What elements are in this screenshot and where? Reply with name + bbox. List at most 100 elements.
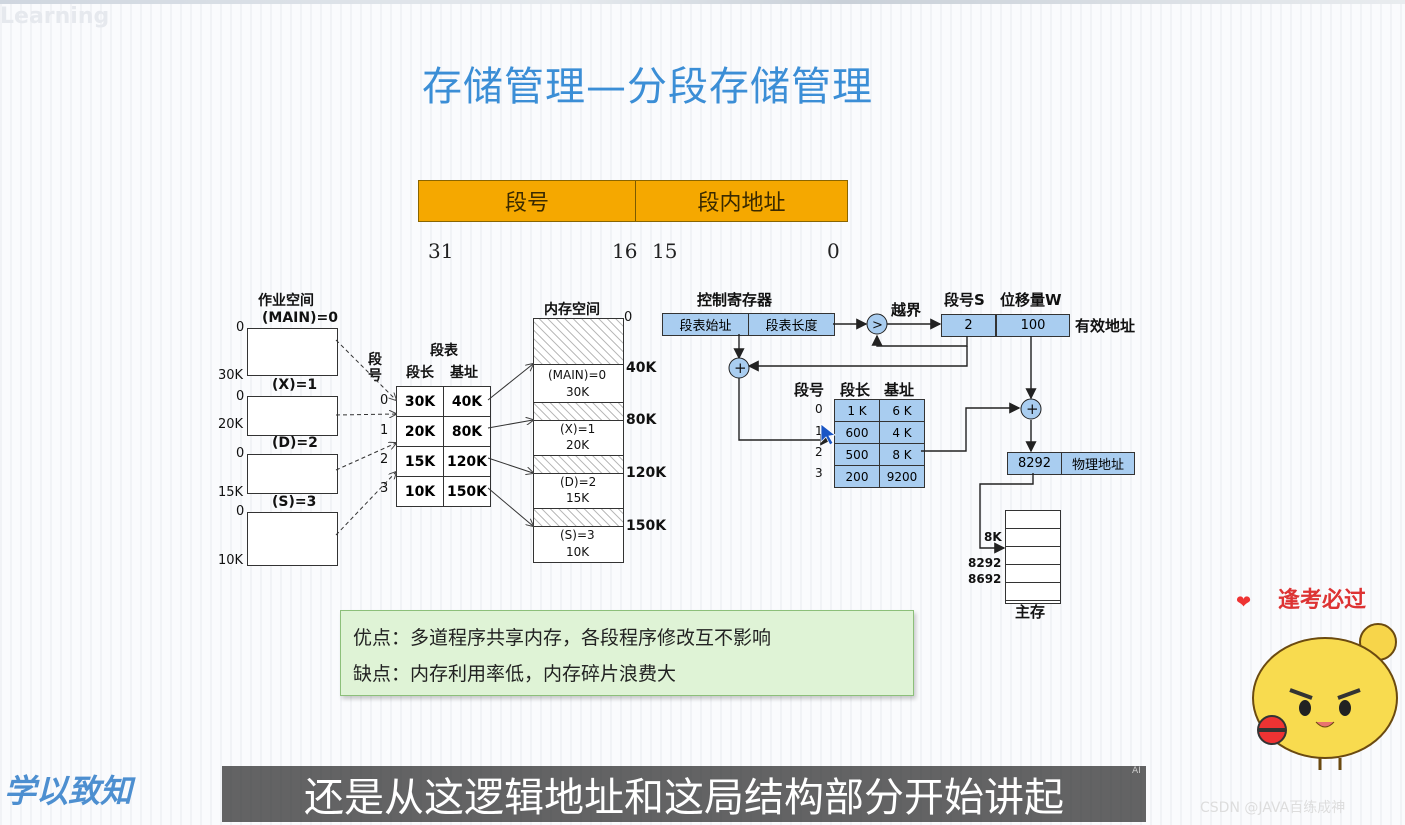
memory-segment-x	[533, 420, 624, 457]
compare-glyph: >	[872, 318, 883, 333]
cell-base: 80K	[443, 416, 491, 447]
cell-len: 10K	[396, 476, 444, 507]
adder-right	[1020, 398, 1042, 420]
cell-len: 600	[834, 421, 880, 444]
mem-mark-40k: 40K	[626, 360, 657, 376]
job-size-1: 20K	[218, 417, 244, 432]
mem-mark-8292: 8292	[968, 556, 1002, 570]
bit-0: 0	[827, 239, 840, 263]
subtitle-text: 还是从这逻辑地址和这局结构部分开始讲起	[304, 775, 1064, 821]
job-size-0: 30K	[218, 368, 244, 383]
cell-base: 40K	[443, 386, 491, 417]
mem-seg-name-3: (S)=3	[560, 528, 595, 542]
cell-base: 4 K	[879, 421, 925, 444]
mem-seg-name-0: (MAIN)=0	[548, 368, 607, 382]
segment-offset-cell: 段内地址	[697, 191, 786, 216]
cell-len: 1 K	[834, 399, 880, 422]
offset-w-value: 100	[996, 314, 1070, 337]
rt-col-base: 基址	[884, 381, 915, 399]
cell-base: 9200	[879, 465, 925, 488]
main-memory-label: 主存	[1015, 603, 1046, 621]
job-main-label: (MAIN)=0	[262, 310, 338, 326]
col-length: 段长	[406, 365, 434, 381]
memory-zero: 0	[624, 310, 633, 325]
job-size-3: 10K	[218, 553, 244, 568]
memory-segment-d	[533, 473, 624, 510]
reg-length: 段表长度	[748, 313, 835, 336]
rt-row-no-2: 2	[815, 445, 823, 459]
job-label-s: (S)=3	[272, 494, 317, 510]
rt-row-no-0: 0	[815, 402, 823, 416]
row-no-1: 1	[380, 423, 389, 438]
job-segment-main	[247, 328, 338, 376]
mem-seg-name-1: (X)=1	[560, 422, 596, 436]
compare-symbol	[866, 313, 888, 335]
out-of-bounds-label: 越界	[891, 301, 922, 319]
job-label-d: (D)=2	[272, 435, 318, 451]
job-segment-d	[247, 454, 338, 494]
cell-len: 20K	[396, 416, 444, 447]
bit-16: 16	[612, 239, 638, 263]
cell-len: 15K	[396, 446, 444, 477]
main-memory-block	[1005, 510, 1061, 604]
mem-mark-8k: 8K	[984, 530, 1002, 544]
segment-s-label: 段号S	[944, 291, 985, 309]
brand-logo: 学以致知	[4, 772, 133, 810]
job-zero-2: 0	[236, 446, 245, 461]
heart-icon: ❤	[1236, 592, 1252, 613]
job-zero-0: 0	[236, 320, 245, 335]
cell-base: 6 K	[879, 399, 925, 422]
mem-seg-size-1: 20K	[566, 438, 590, 452]
job-segment-s	[247, 512, 338, 566]
mouse-cursor-icon	[820, 423, 836, 446]
csdn-watermark: CSDN @JAVA百练成神	[1200, 800, 1346, 816]
advantage-text: 优点：多道程序共享内存，各段程序修改互不影响	[353, 627, 772, 649]
job-label-x: (X)=1	[272, 377, 318, 393]
ai-badge: AI	[1132, 766, 1141, 776]
segment-number-vertical: 段号	[368, 352, 382, 384]
cell-base: 8 K	[879, 443, 925, 466]
page-title: 存储管理—分段存储管理	[422, 64, 873, 110]
cell-len: 500	[834, 443, 880, 466]
mem-mark-150k: 150K	[626, 518, 667, 534]
job-zero-1: 0	[236, 389, 245, 404]
control-register-label: 控制寄存器	[697, 291, 773, 309]
offset-w-label: 位移量W	[1000, 291, 1062, 309]
job-space-title: 作业空间	[258, 293, 314, 309]
adder-left	[728, 357, 750, 379]
mem-seg-size-2: 15K	[566, 491, 590, 505]
memory-segment-s	[533, 526, 624, 563]
mascot-sticker-icon	[1252, 623, 1398, 770]
bit-31: 31	[428, 239, 454, 263]
rt-row-no-3: 3	[815, 466, 823, 480]
cell-base: 120K	[443, 446, 491, 477]
cell-len: 200	[834, 465, 880, 488]
segment-table-title: 段表	[430, 343, 458, 359]
plus-glyph-left: +	[734, 359, 747, 377]
memory-space-title: 内存空间	[544, 302, 600, 318]
top-bar	[0, 0, 1405, 4]
mem-seg-size-0: 30K	[566, 385, 590, 399]
segment-s-value: 2	[941, 314, 996, 337]
rt-col-no: 段号	[794, 381, 825, 399]
bit-15: 15	[652, 239, 678, 263]
rt-row-no-1: 1	[815, 424, 823, 438]
row-no-3: 3	[380, 481, 389, 496]
slogan-text: 逢考必过	[1278, 588, 1367, 613]
col-base: 基址	[450, 365, 478, 381]
subtitle-bar: 还是从这逻辑地址和这局结构部分开始讲起	[222, 766, 1146, 822]
physical-address-label: 物理地址	[1061, 452, 1135, 475]
mem-seg-name-2: (D)=2	[560, 475, 597, 489]
segment-number-cell: 段号	[419, 181, 636, 221]
job-segment-x	[247, 396, 338, 436]
